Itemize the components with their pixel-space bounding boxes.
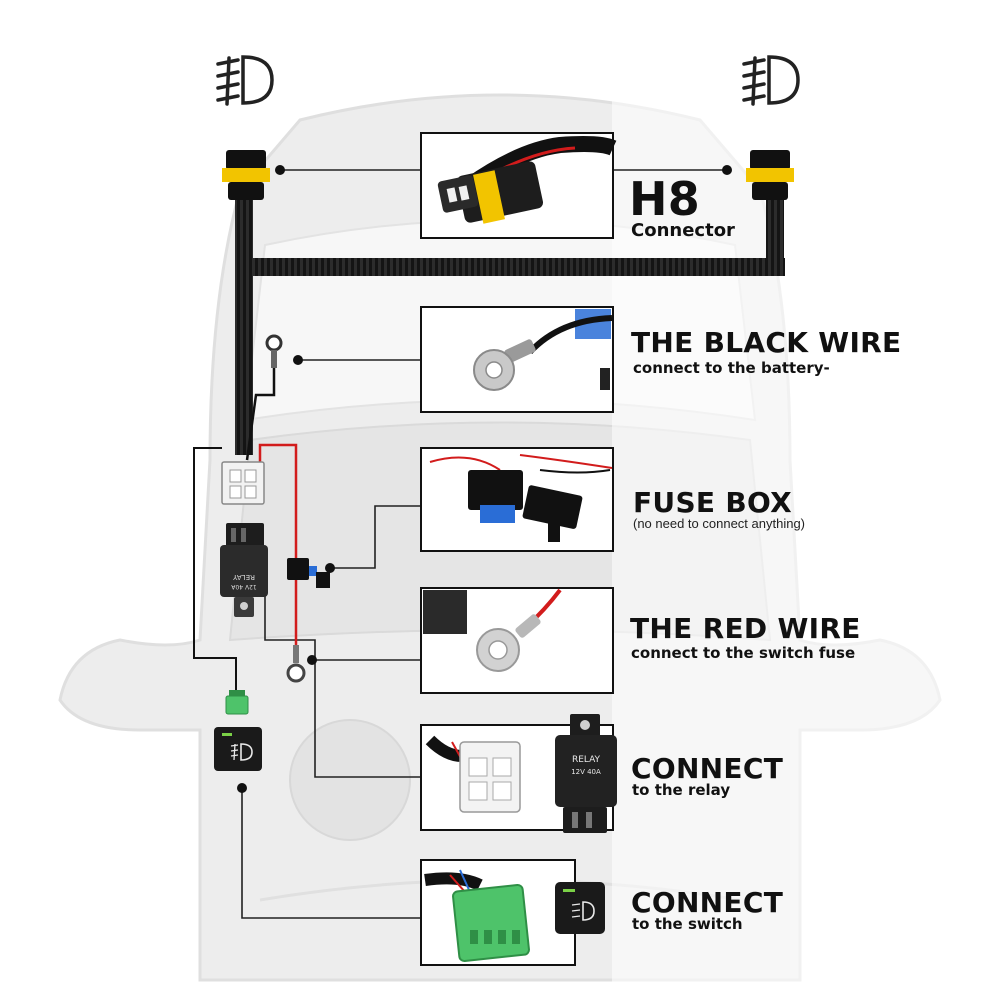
black-ground-wire	[245, 368, 276, 461]
switch-wire	[193, 447, 237, 690]
h8-connector-photo	[420, 132, 617, 239]
fog-light-icon-left	[216, 55, 274, 106]
connect-relay-title: CONNECT	[631, 752, 784, 785]
connect-switch-title: CONNECT	[631, 886, 784, 919]
h8-title: H8	[629, 172, 701, 226]
connect-relay-subtitle: to the relay	[632, 781, 731, 799]
svg-text:12V 40A: 12V 40A	[230, 583, 256, 590]
connect-switch-subtitle: to the switch	[632, 915, 743, 933]
fog-light-icon-right	[742, 55, 800, 106]
ring-terminal-black	[265, 334, 283, 368]
relay-rating: 12V 40A	[571, 768, 601, 776]
black-wire-photo	[420, 306, 614, 413]
red-wire-photo	[420, 587, 614, 694]
red-wire-subtitle: connect to the switch fuse	[631, 644, 856, 662]
fuse-box-note: (no need to connect anything)	[633, 516, 806, 531]
h8-subtitle: Connector	[631, 220, 735, 241]
black-wire-subtitle: connect to the battery-	[633, 359, 830, 377]
fuse-box-title: FUSE BOX	[633, 486, 793, 519]
fuse-box-photo	[420, 447, 614, 552]
relay-photo: RELAY 12V 40A	[420, 714, 617, 833]
red-wire	[258, 443, 298, 645]
red-wire-title: THE RED WIRE	[630, 612, 861, 645]
svg-text:RELAY: RELAY	[232, 573, 255, 581]
leader-lines	[241, 169, 727, 919]
relay-in-harness: RELAY 12V 40A	[220, 523, 268, 617]
relay-socket	[221, 461, 265, 505]
fog-switch-icon	[214, 727, 262, 771]
h8-connector-left	[222, 150, 270, 200]
leader-dots	[237, 165, 732, 793]
h8-connector-right	[746, 150, 794, 200]
green-plug	[225, 690, 249, 715]
wire-harness	[235, 195, 785, 455]
ring-terminal-red	[286, 645, 306, 683]
switch-photo	[420, 859, 605, 966]
inline-fuse-holder	[287, 558, 330, 588]
black-wire-title: THE BLACK WIRE	[631, 326, 902, 359]
relay-main-label: RELAY	[572, 755, 601, 765]
